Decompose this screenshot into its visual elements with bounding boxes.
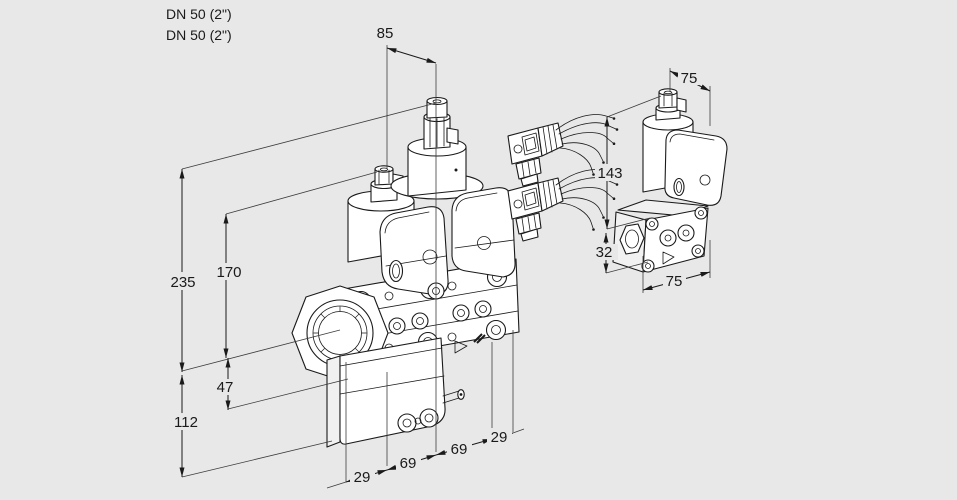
side-nipple <box>442 389 465 404</box>
test-nipples <box>384 281 492 353</box>
dim-112-label: 112 <box>174 414 198 431</box>
dim-85-label: 85 <box>377 25 394 42</box>
dim-47: 47 <box>212 358 349 410</box>
dim-235: 235 <box>166 102 437 372</box>
dim-75-bottom-label: 75 <box>666 273 683 290</box>
dim-85: 85 <box>377 25 437 452</box>
dim-32-label: 32 <box>596 244 613 261</box>
dim-29-left-label: 29 <box>354 469 371 486</box>
connection-size-labels: DN 50 (2") DN 50 (2") <box>166 6 232 43</box>
dim-143: 143 <box>595 95 662 230</box>
dim-75-top: 75 <box>669 68 711 126</box>
dim-170: 170 <box>213 171 378 358</box>
side-valve-cover <box>664 129 728 206</box>
side-valve-drawing <box>612 88 728 273</box>
dim-69-right-label: 69 <box>451 441 468 458</box>
dim-47-label: 47 <box>217 379 234 396</box>
dim-143-label: 143 <box>597 165 622 182</box>
main-valve-drawing <box>291 96 520 448</box>
bottom-box <box>326 337 465 448</box>
dim-29-right-label: 29 <box>491 429 508 446</box>
dim-bottom-chain: 29 69 69 29 <box>326 330 525 489</box>
sight-holes <box>397 408 439 433</box>
dim-112: 112 <box>167 375 333 478</box>
dim-32: 32 <box>591 233 649 274</box>
dn-label-1: DN 50 (2") <box>166 6 232 22</box>
dn-label-2: DN 50 (2") <box>166 27 232 43</box>
dim-235-label: 235 <box>170 274 195 291</box>
side-valve-body <box>612 199 709 273</box>
dim-75-top-label: 75 <box>681 70 698 87</box>
hex-plug <box>619 223 645 255</box>
flow-direction-arrow <box>662 251 675 265</box>
tall-actuator <box>390 96 484 200</box>
actuator-covers <box>379 187 516 300</box>
dim-170-label: 170 <box>216 264 241 281</box>
dim-69-left-label: 69 <box>400 455 417 472</box>
dim-75-bottom: 75 <box>642 240 711 293</box>
